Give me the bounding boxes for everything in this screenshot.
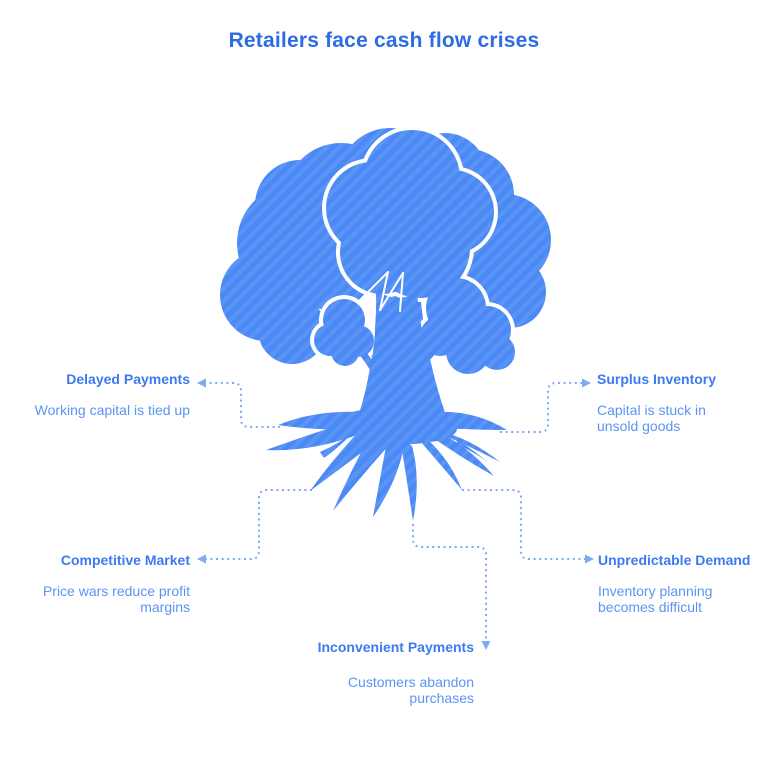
connector-unpredictable-demand bbox=[462, 489, 585, 560]
arrow-down-icon bbox=[481, 641, 491, 650]
connector-inconvenient-payments bbox=[412, 524, 487, 641]
factor-label: Inconvenient Payments bbox=[317, 639, 474, 655]
connector-surplus-inventory bbox=[500, 382, 582, 433]
factor-description: Working capital is tied up bbox=[34, 402, 190, 418]
factor-delayed-payments: Delayed Payments Working capital is tied… bbox=[0, 370, 190, 418]
factor-label: Unpredictable Demand bbox=[598, 552, 751, 568]
factor-surplus-inventory: Surplus Inventory Capital is stuck in un… bbox=[597, 370, 767, 434]
factor-label: Surplus Inventory bbox=[597, 371, 717, 387]
tree-crown-center-clump bbox=[326, 130, 494, 298]
arrow-left-icon bbox=[197, 554, 206, 564]
factor-unpredictable-demand: Unpredictable Demand Inventory planning … bbox=[598, 551, 768, 615]
branch-gap-lines bbox=[351, 271, 404, 312]
factor-competitive-market: Competitive Market Price wars reduce pro… bbox=[0, 551, 190, 615]
factor-description: Customers abandon purchases bbox=[347, 674, 474, 706]
connector-competitive-market bbox=[206, 489, 312, 560]
factor-inconvenient-payments: Inconvenient Payments Customers abandon … bbox=[274, 638, 474, 706]
factor-description: Inventory planning becomes difficult bbox=[598, 583, 713, 615]
connector-lines bbox=[197, 378, 594, 650]
connector-delayed-payments bbox=[204, 382, 284, 428]
page-title: Retailers face cash flow crises bbox=[228, 29, 540, 52]
arrow-left-icon bbox=[197, 378, 206, 388]
tree-trunk-lower bbox=[357, 290, 450, 426]
tree-clump-right bbox=[420, 278, 515, 374]
tree-clump-left bbox=[314, 299, 374, 366]
factor-description: Capital is stuck in unsold goods bbox=[597, 402, 706, 434]
tree-roots bbox=[266, 407, 507, 521]
factor-label: Delayed Payments bbox=[66, 371, 190, 387]
arrow-right-icon bbox=[582, 378, 591, 388]
factor-description: Price wars reduce profit margins bbox=[42, 583, 190, 615]
arrow-right-icon bbox=[585, 554, 594, 564]
factor-label: Competitive Market bbox=[60, 552, 190, 568]
